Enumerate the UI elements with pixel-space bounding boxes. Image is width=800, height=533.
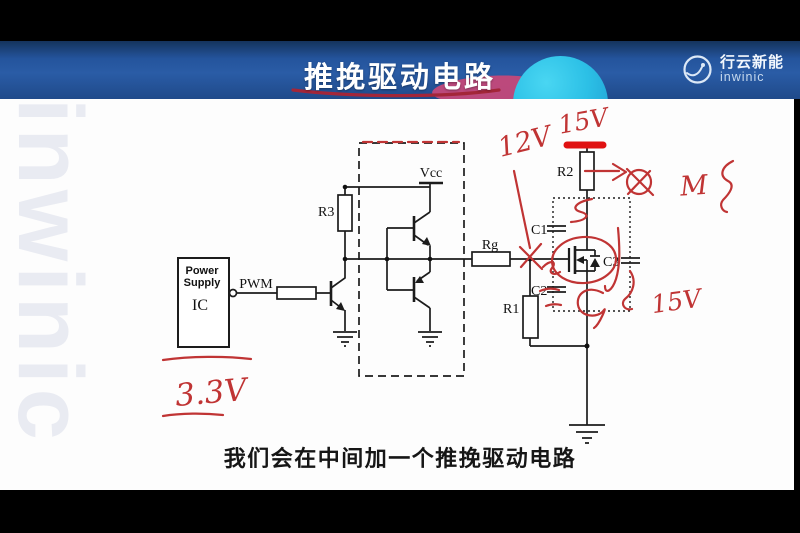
emitter-arrow <box>336 302 345 311</box>
supply-underline <box>161 412 225 418</box>
emitter-arrow <box>415 276 424 283</box>
body-diode-triangle <box>590 258 600 267</box>
title-banner: 推挽驱动电路 行云新能 inwinic <box>0 41 800 99</box>
brand-name-cn: 行云新能 <box>719 54 784 72</box>
power-box-line2: Supply <box>184 277 222 289</box>
vgs-voltage-note: 15V <box>649 283 705 319</box>
pwm-input-branch: PWM <box>237 277 331 300</box>
pwm-series-resistor <box>276 286 317 300</box>
label-r2: R2 <box>557 165 573 180</box>
rg-resistor: Rg <box>471 238 511 267</box>
body-arrow <box>576 256 584 264</box>
arrow-to-gate-node <box>512 169 532 250</box>
supply-voltage-note: 3.3V <box>174 372 252 414</box>
c2-dash-stroke <box>538 287 561 293</box>
r3-resistor: R3 <box>318 187 353 259</box>
clock-swoosh-icon <box>683 55 712 84</box>
c3-capacitor <box>621 257 640 264</box>
slide-content-area <box>0 99 800 490</box>
label-r3: R3 <box>318 205 334 220</box>
page-title: 推挽驱动电路 <box>303 62 496 94</box>
mosfet-circle-highlight <box>550 235 618 285</box>
source-to-ground-wire <box>569 271 605 444</box>
ground-icon <box>333 331 357 347</box>
crossed-circle-load-symbol <box>625 167 655 197</box>
x-mark-gate-node <box>518 242 544 271</box>
motor-squiggle <box>720 159 735 214</box>
pushpull-npn-transistor <box>387 211 431 259</box>
driver-transistor <box>329 259 357 347</box>
ground-icon <box>418 331 442 347</box>
power-box-line1: Power <box>185 265 219 277</box>
c2-capacitor <box>547 286 566 293</box>
label-rg: Rg <box>482 238 498 253</box>
gate-voltage-note: 12V <box>495 120 557 164</box>
output-port-circle <box>228 288 238 298</box>
brand-logo: 行云新能 inwinic <box>682 54 784 85</box>
pushpull-pnp-transistor <box>387 259 442 347</box>
bottom-letterbox-bar <box>0 490 800 533</box>
label-c1: C1 <box>531 223 547 238</box>
subtitle-caption: 我们会在中间加一个推挽驱动电路 <box>223 446 577 471</box>
vcc-rail: Vcc <box>345 166 443 212</box>
motor-note: M <box>678 170 710 203</box>
gate-node-scribble <box>541 261 562 275</box>
label-pwm: PWM <box>239 277 273 292</box>
circuit-diagram: Power Supply IC PWM R3 <box>161 102 735 444</box>
vds-stroke <box>603 226 621 293</box>
label-vcc: Vcc <box>420 166 443 181</box>
mosfet-parasitic-box: C1 C2 C3 <box>531 197 640 312</box>
power-box-line3: IC <box>192 297 208 314</box>
r1-resistor: R1 <box>503 259 587 347</box>
right-letterbox-strip <box>794 99 800 490</box>
supply-overline <box>161 355 253 362</box>
r1-dash-stroke <box>544 303 563 308</box>
c1-capacitor <box>547 225 566 232</box>
arrow-to-load <box>583 162 628 182</box>
source-loop-stroke <box>576 288 606 330</box>
emitter-arrow <box>422 237 431 246</box>
drain-squiggle <box>569 197 594 224</box>
title-underline-annotation <box>291 88 501 98</box>
brand-name-en: inwinic <box>719 69 765 84</box>
ground-icon <box>569 424 605 444</box>
right-wave-stroke <box>621 269 635 311</box>
rail-voltage-note: 15V <box>556 102 613 140</box>
label-r1: R1 <box>503 302 519 317</box>
body-diode <box>590 250 600 271</box>
mosfet-symbol <box>567 246 600 274</box>
power-supply-ic-block: Power Supply IC <box>177 257 238 348</box>
